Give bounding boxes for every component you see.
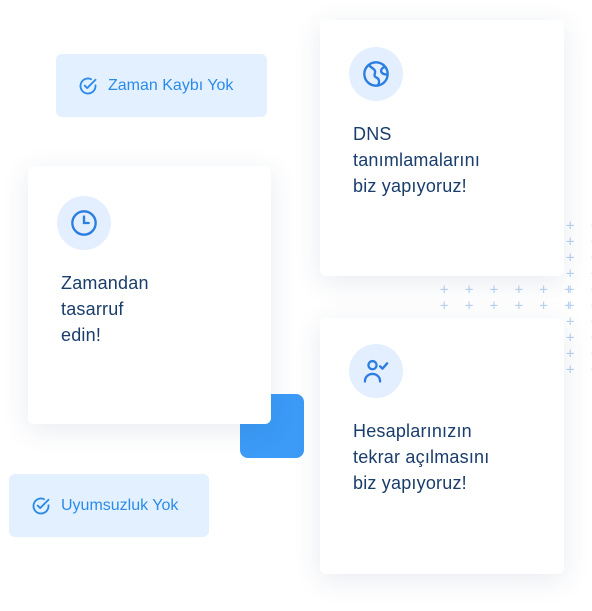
card-accounts-icon-wrap xyxy=(349,344,403,398)
dot-pattern-right: + + + + + + + + + + + + + + + + + + + + xyxy=(566,218,592,376)
card-accounts-text: Hesaplarınızın tekrar açılmasını biz yap… xyxy=(353,421,490,493)
check-circle-icon xyxy=(79,77,97,94)
card-time-text: Zamandan tasarruf edin! xyxy=(61,273,149,345)
globe-icon xyxy=(363,61,389,87)
pill-bottom-label: Uyumsuzluk Yok xyxy=(61,496,179,514)
card-dns-icon-wrap xyxy=(349,47,403,101)
pill-uyumsuzluk-yok: Uyumsuzluk Yok xyxy=(9,474,209,537)
clock-icon xyxy=(71,210,97,236)
card-dns: DNS tanımlamalarını biz yapıyoruz! xyxy=(320,20,564,276)
pill-zaman-kaybi-yok: Zaman Kaybı Yok xyxy=(56,54,267,117)
card-dns-text: DNS tanımlamalarını biz yapıyoruz! xyxy=(353,124,481,196)
card-accounts: Hesaplarınızın tekrar açılmasını biz yap… xyxy=(320,318,564,574)
card-time-icon-wrap xyxy=(57,196,111,250)
pill-top-label: Zaman Kaybı Yok xyxy=(108,76,234,94)
card-time-saving: Zamandan tasarruf edin! xyxy=(28,166,271,424)
check-circle-icon xyxy=(32,497,50,514)
user-check-icon xyxy=(363,359,389,383)
dot-pattern-middle: + + + + + + + + + + + + + + + + + + xyxy=(440,282,570,312)
